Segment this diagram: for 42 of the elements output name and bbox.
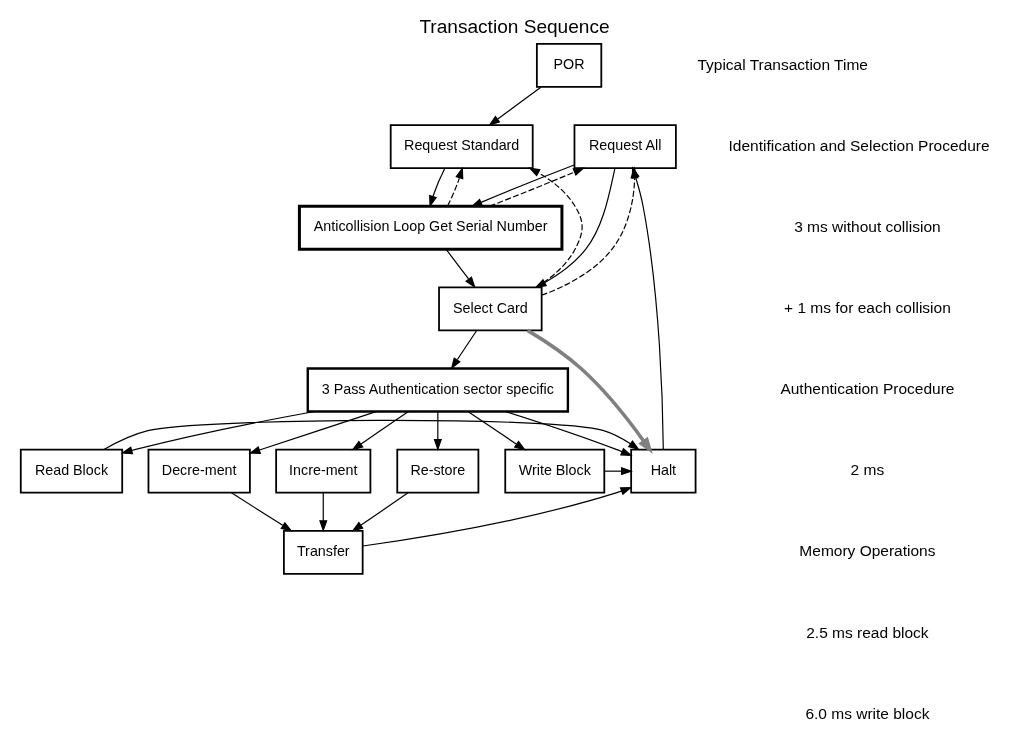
arrow — [447, 166, 464, 207]
label: 2.5 ms read block — [806, 623, 929, 641]
arrow — [351, 492, 409, 532]
label: Authentication Procedure — [780, 380, 955, 398]
arrow — [230, 492, 293, 532]
arrow — [362, 487, 633, 547]
diagram-title: Transaction Sequence — [419, 15, 610, 37]
label: Memory Operations — [799, 542, 936, 560]
node-box: Select Card — [438, 286, 543, 332]
arrow — [120, 410, 316, 455]
arrow — [526, 328, 653, 454]
label: Identification and Selection Procedure — [728, 136, 990, 154]
node-box: POR — [535, 43, 603, 88]
label: Typical Transaction Time — [697, 55, 868, 73]
node-box: 3 Pass Authentication sector specific — [306, 367, 570, 413]
label: 3 ms without collision — [794, 217, 941, 235]
arrow — [433, 411, 442, 451]
arrow — [445, 249, 476, 289]
arrow — [489, 167, 585, 207]
node-box: Halt — [630, 448, 697, 494]
node-box: Decre-ment — [147, 448, 251, 494]
node-box: Incre-ment — [275, 448, 372, 494]
label: 2 ms — [850, 461, 885, 479]
arrow — [450, 330, 478, 370]
arrow — [102, 419, 640, 451]
arrow — [248, 411, 377, 454]
node-box: Read Block — [19, 448, 124, 494]
arrow — [429, 167, 446, 208]
arrow — [319, 492, 328, 533]
arrow — [351, 411, 409, 451]
node-box: Anticollision Loop Get Serial Number — [297, 204, 564, 251]
arrow — [467, 411, 526, 451]
arrow — [488, 86, 542, 126]
arrow — [504, 410, 633, 457]
node-box: Write Block — [504, 448, 606, 494]
arrow — [470, 164, 575, 207]
node-box: Request Standard — [389, 124, 534, 169]
label: + 1 ms for each collision — [784, 298, 951, 316]
node-box: Re-store — [396, 448, 480, 494]
label: 6.0 ms write block — [805, 704, 930, 722]
node-box: Transfer — [283, 529, 364, 575]
node-box: Request All — [573, 124, 677, 169]
